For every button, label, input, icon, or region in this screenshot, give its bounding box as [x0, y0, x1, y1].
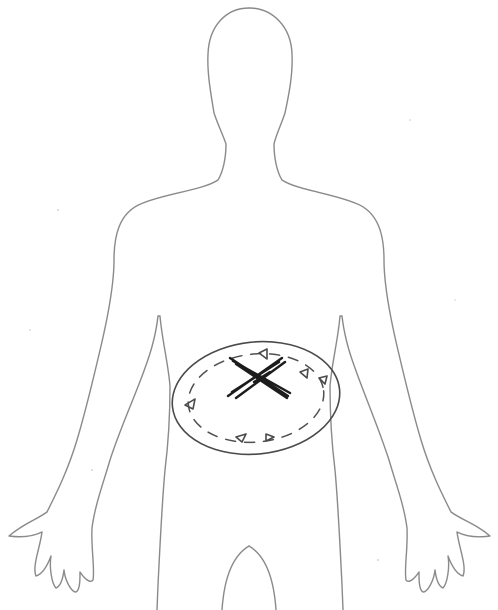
triangle-icon [319, 376, 327, 384]
dashed-boundary [184, 347, 328, 449]
leg-inner-right [249, 546, 276, 610]
marked-region-oval [167, 334, 346, 463]
scan-noise [29, 119, 455, 561]
leg-inner-left [222, 546, 249, 610]
triangle-icon [300, 369, 308, 378]
triangle-icon [236, 434, 246, 442]
triangle-icon [185, 399, 195, 409]
triangle-symbols [185, 349, 327, 442]
triangle-icon [259, 349, 267, 359]
cross-mark [228, 358, 290, 398]
body-outline-right [249, 8, 490, 610]
body-outline-left [9, 8, 249, 610]
